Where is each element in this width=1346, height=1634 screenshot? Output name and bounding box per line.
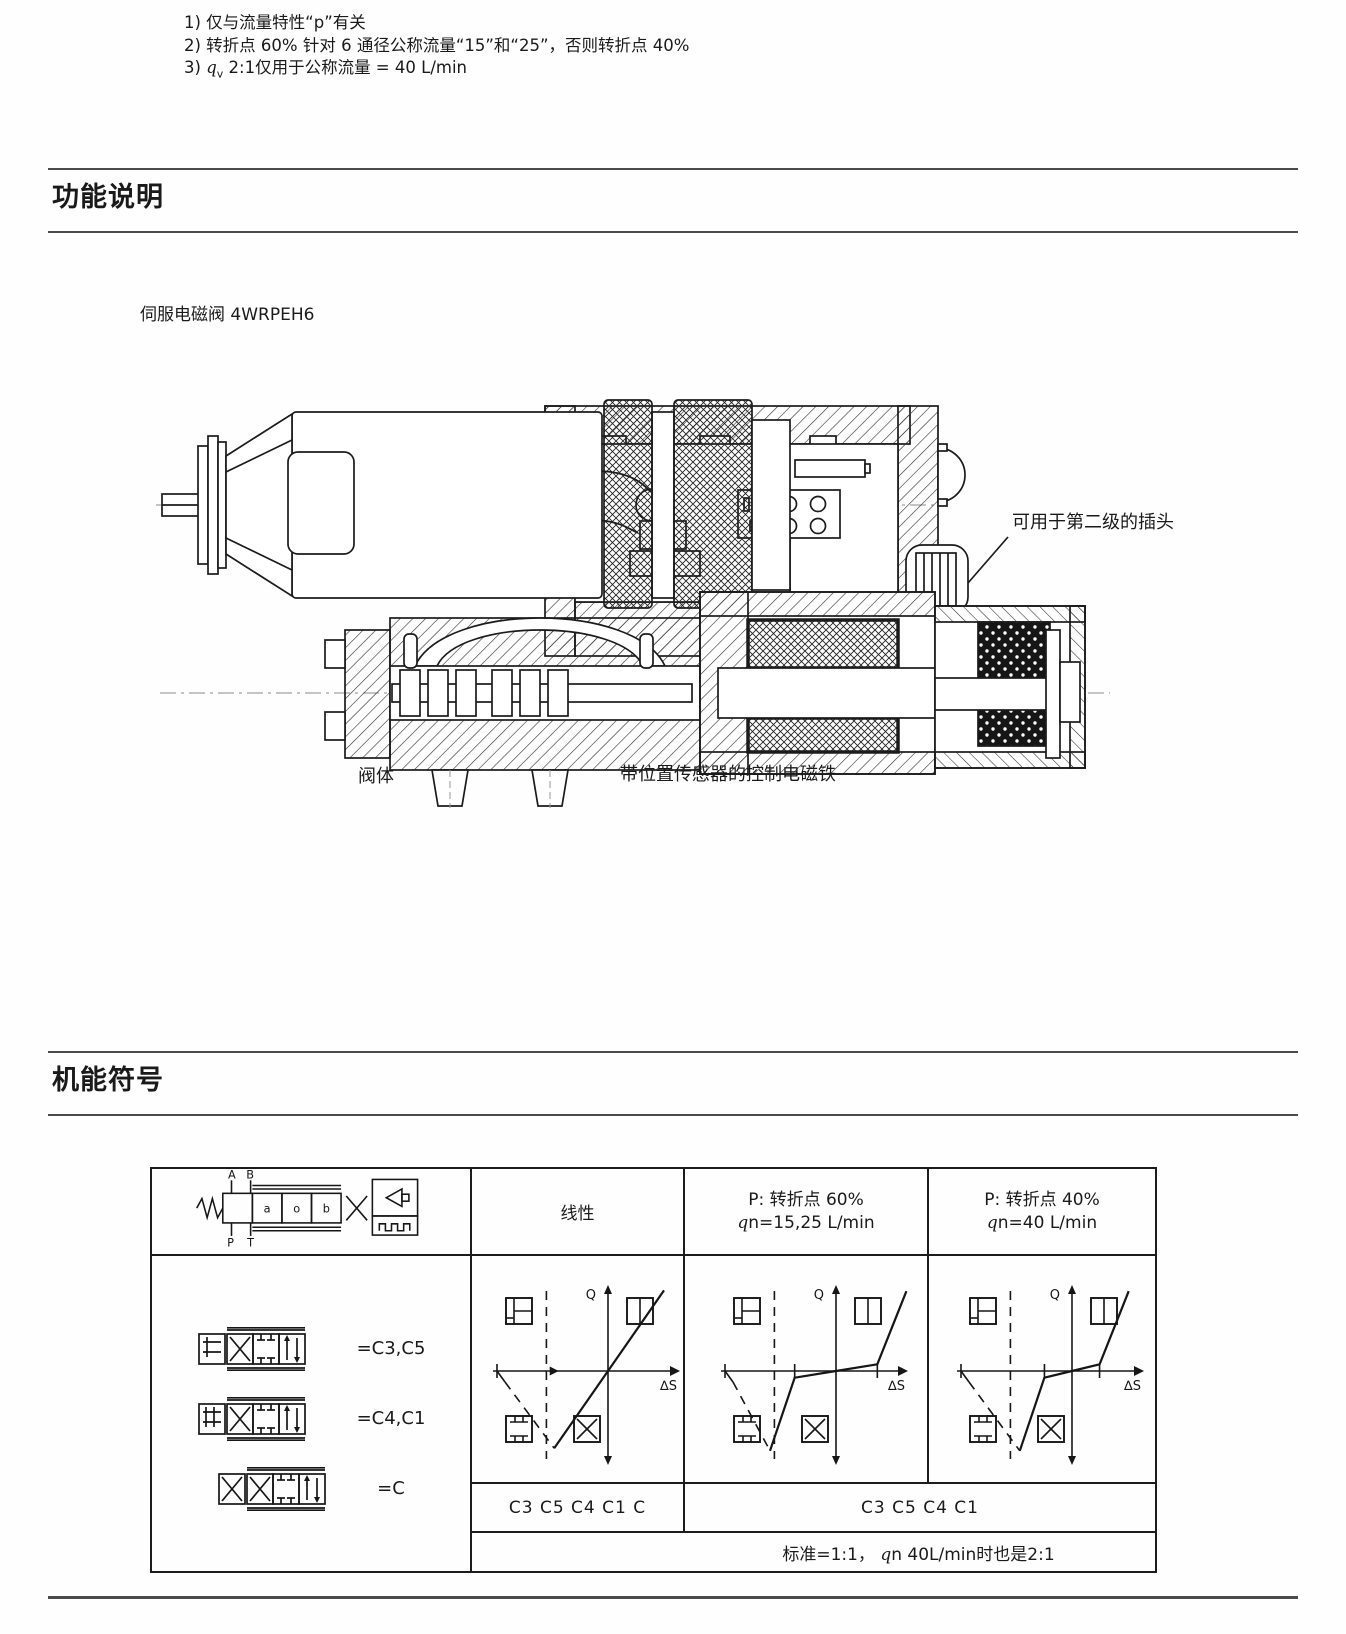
spool-symbol-c4c1: =C4,C1 [197, 1396, 426, 1441]
spool-label: =C [377, 1478, 405, 1499]
header-linear-cell: 线性 [470, 1167, 685, 1256]
connector-plug [161, 399, 791, 609]
spool-symbol-c3c5: =C3,C5 [197, 1326, 426, 1371]
port-label: T [246, 1236, 254, 1249]
chart-cell-linear: Q ∆S [470, 1254, 685, 1484]
flow-curve-chart-kink60: Q ∆S [721, 1285, 908, 1465]
page-bottom-rule [48, 1596, 1298, 1599]
svg-text:Q: Q [585, 1288, 595, 1303]
port-label: P [227, 1236, 234, 1249]
chart-cell-kink60: Q ∆S [683, 1254, 929, 1484]
spool-label: =C4,C1 [356, 1408, 426, 1429]
flow-curve-chart-kink40: Q ∆S [957, 1285, 1144, 1465]
control-solenoid [699, 591, 936, 775]
figure-label-valve-body: 阀体 [358, 766, 394, 787]
footnote-1: 1) 仅与流量特性“p”有关 [184, 13, 366, 32]
header-kink40-cell: P: 转折点 40% qn=40 L/min [927, 1167, 1157, 1256]
x-mark [345, 1195, 368, 1221]
figure-caption: 伺服电磁阀 4WRPEH6 [140, 305, 315, 325]
valve-schematic-cell: A B P T a o b [150, 1167, 472, 1256]
armature [717, 667, 936, 719]
divider [48, 231, 1298, 233]
valve-cross-section-drawing [156, 399, 1110, 808]
svg-text:∆S: ∆S [887, 1379, 905, 1394]
figure-label-plug: 可用于第二级的插头 [1012, 512, 1174, 533]
sensor-coil [977, 621, 1051, 685]
divider [48, 1051, 1298, 1053]
svg-text:∆S: ∆S [659, 1379, 677, 1394]
port-label: B [246, 1169, 254, 1182]
section-function-title: 功能说明 [52, 182, 164, 213]
table-footer-cell: 标准=1:1， qn 40L/min时也是2:1 [470, 1531, 1157, 1573]
spool-symbols-cell: =C3,C5 [150, 1254, 472, 1573]
position-label: a [263, 1202, 270, 1215]
spool-symbol-c: =C [217, 1466, 405, 1511]
spool-label: =C3,C5 [356, 1338, 426, 1359]
divider [48, 1114, 1298, 1116]
valve-body [324, 617, 701, 808]
codes-linear-cell: C3 C5 C4 C1 C [470, 1482, 685, 1533]
coil-winding [746, 618, 900, 670]
knurled-ring [673, 399, 753, 609]
spring-symbol [195, 1195, 223, 1221]
position-label: b [322, 1202, 329, 1215]
position-label: o [293, 1202, 300, 1215]
figure-label-solenoid: 带位置传感器的控制电磁铁 [620, 764, 836, 785]
section-symbols-title: 机能符号 [52, 1065, 164, 1096]
leader-line [967, 536, 1009, 584]
solenoid-symbol [371, 1178, 418, 1217]
svg-text:Q: Q [814, 1288, 824, 1303]
chart-cell-kink40: Q ∆S [927, 1254, 1157, 1484]
valve-schematic-symbol: A B P T a o b [195, 1169, 418, 1249]
sensor-rod [934, 677, 1054, 711]
port-label: A [228, 1169, 236, 1182]
knurled-ring [603, 399, 653, 609]
header-kink60-cell: P: 转折点 60% qn=15,25 L/min [683, 1167, 929, 1256]
flow-curve-chart-linear: Q ∆S [492, 1285, 680, 1465]
position-sensor [934, 605, 1086, 769]
divider [48, 168, 1298, 170]
function-symbols-table: A B P T a o b 线性 P: 转折点 60% qn=15,25 L/m… [150, 1167, 1157, 1573]
svg-text:Q: Q [1050, 1288, 1060, 1303]
coil-winding [746, 716, 900, 754]
codes-kinked-cell: C3 C5 C4 C1 [683, 1482, 1157, 1533]
footnotes: 1) 仅与流量特性“p”有关 2) 转折点 60% 针对 6 通径公称流量“15… [184, 12, 689, 86]
footnote-2: 2) 转折点 60% 针对 6 通径公称流量“15”和“25”，否则转折点 40… [184, 35, 690, 55]
position-sensor-symbol [371, 1215, 418, 1236]
svg-text:∆S: ∆S [1123, 1379, 1141, 1394]
footnote-3: 3) qv 2:1仅用于公称流量 = 40 L/min [184, 58, 467, 81]
